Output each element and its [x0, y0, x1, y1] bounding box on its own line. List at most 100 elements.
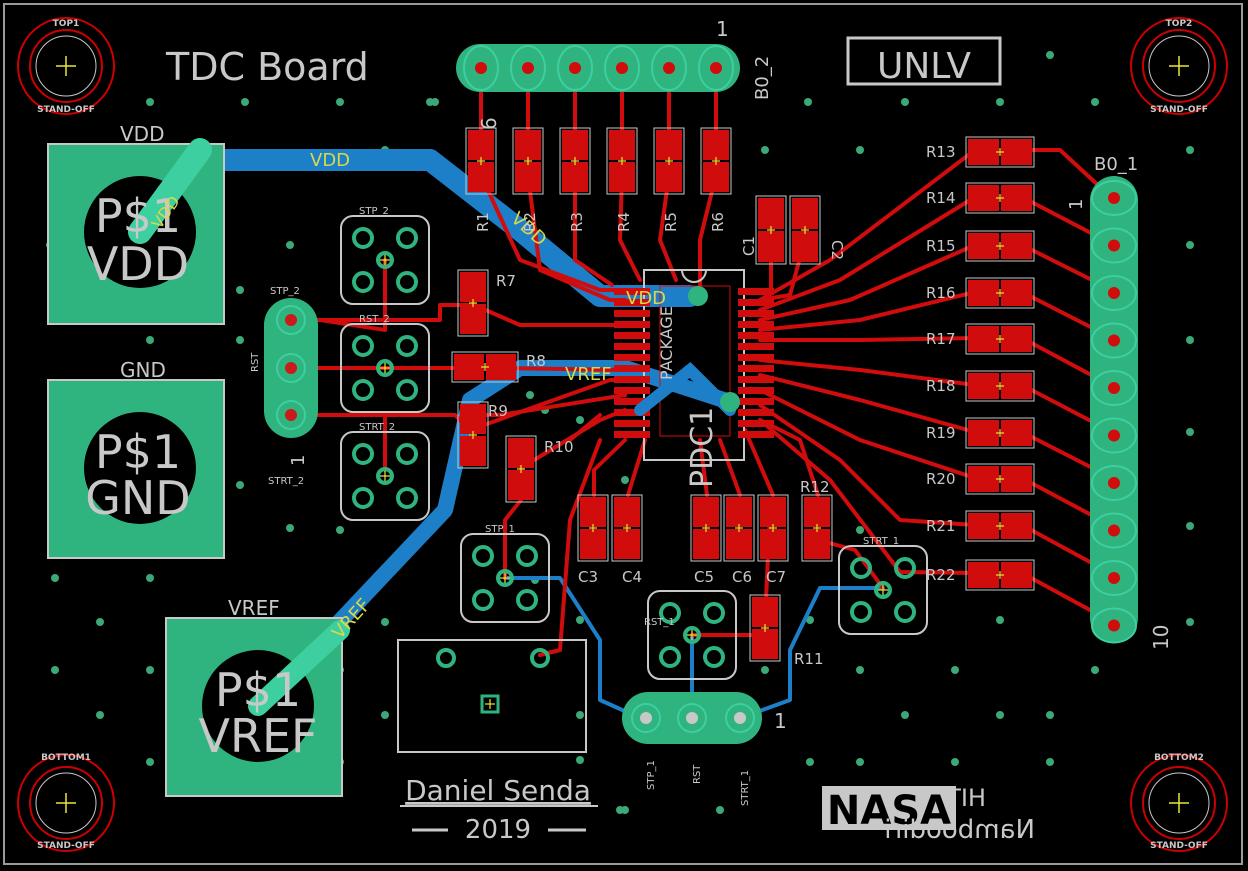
vref-net-trace — [248, 360, 738, 718]
pushbutton-stp2[interactable]: STP_2 — [340, 206, 430, 305]
power-pad-gnd[interactable]: GND P$1 GND — [47, 358, 225, 559]
component-r2[interactable]: R2 — [512, 127, 544, 232]
header-b0-2[interactable]: B0_2 1 6 — [456, 17, 773, 130]
via-dot — [856, 758, 864, 766]
pushbutton-strt2[interactable]: STRT_2 — [340, 422, 430, 521]
header-pin[interactable] — [1091, 370, 1137, 406]
component-r11[interactable]: R11 — [749, 594, 824, 668]
chip-pin — [738, 310, 774, 317]
header-pin[interactable] — [1091, 607, 1137, 644]
header-pin1: 1 — [716, 17, 729, 41]
component-r1[interactable]: R1 — [465, 127, 497, 232]
mirror-text-2: Namboodiri — [884, 815, 1035, 845]
header-pin[interactable] — [1091, 560, 1137, 596]
header-pin[interactable] — [1091, 275, 1137, 311]
header-pin6: 6 — [477, 117, 501, 130]
chip-package: PACKAGE — [657, 306, 676, 380]
header-pin[interactable] — [463, 45, 499, 91]
component-c3[interactable]: C3 — [577, 494, 609, 586]
pushbutton-strt1[interactable]: STRT_1 — [838, 536, 928, 635]
component-c7[interactable]: C7 — [757, 494, 789, 586]
header-pin[interactable] — [651, 45, 687, 91]
component-r8[interactable]: R8 — [451, 351, 546, 383]
power-pad-vdd[interactable]: VDD P$1 VDD — [47, 122, 225, 325]
component-r15[interactable]: R15 — [926, 230, 1035, 262]
component-r10[interactable]: R10 — [505, 435, 574, 503]
chip-pin-label: VDD — [626, 288, 666, 309]
component-r20[interactable]: R20 — [926, 463, 1035, 495]
via-dot — [236, 286, 244, 294]
via-dot — [951, 758, 959, 766]
component-c2[interactable]: C2 — [789, 195, 846, 265]
component-r18[interactable]: R18 — [926, 370, 1035, 402]
component-r13[interactable]: R13 — [926, 136, 1035, 168]
component-r17[interactable]: R17 — [926, 323, 1035, 355]
header-pin[interactable] — [1091, 512, 1137, 549]
connector-block[interactable] — [397, 639, 587, 753]
component-r7[interactable]: R7 — [457, 269, 516, 337]
via-dot — [1046, 758, 1054, 766]
via-dot — [1186, 336, 1194, 344]
component-r6[interactable]: R6 — [700, 127, 732, 232]
chip-pin — [738, 398, 774, 405]
component-c5[interactable]: C5 — [690, 494, 722, 586]
mount-hole-top-left: TOP1 STAND-OFF — [17, 17, 115, 115]
component-r22[interactable]: R22 — [926, 559, 1035, 591]
header-left-control[interactable]: STP_2 RST STRT_2 1 — [250, 286, 318, 487]
header-pin[interactable] — [557, 45, 593, 91]
header-pin[interactable] — [510, 45, 546, 91]
via-dot — [761, 146, 769, 154]
component-label: R6 — [709, 212, 727, 232]
via-dot — [716, 806, 724, 814]
component-c4[interactable]: C4 — [611, 494, 643, 586]
pushbutton-rst2[interactable]: RST_2 — [340, 314, 430, 413]
header-pin10: 10 — [1149, 625, 1173, 650]
component-r3[interactable]: R3 — [559, 127, 591, 232]
via-dot — [996, 98, 1004, 106]
chip-pin — [738, 431, 774, 438]
header-label: B0_2 — [752, 56, 773, 100]
power-pad-vref[interactable]: VREF P$1 VREF — [165, 596, 350, 797]
header-pin[interactable] — [604, 45, 640, 91]
component-label: R18 — [926, 377, 956, 395]
component-label: R3 — [568, 212, 586, 232]
header-b0-1[interactable]: B0_1 1 10 — [1066, 154, 1173, 650]
nasa-logo: NASA — [822, 786, 956, 834]
via-dot — [286, 241, 294, 249]
header-bottom-control[interactable]: STP_1 RST STRT_1 1 — [622, 692, 787, 806]
header-pin[interactable] — [698, 45, 734, 91]
component-label: R21 — [926, 517, 956, 535]
header-pin[interactable] — [1091, 180, 1137, 216]
header-pin[interactable] — [1091, 465, 1137, 501]
button-label: RST_1 — [644, 617, 675, 628]
mirror-text-1: HIT — [946, 784, 986, 812]
chip-pin — [738, 321, 774, 328]
hole-sub-label: STAND-OFF — [37, 105, 95, 115]
via-dot — [236, 481, 244, 489]
via-dot — [621, 476, 629, 484]
component-label: R4 — [615, 212, 633, 232]
header-pin[interactable] — [1091, 227, 1137, 264]
header-pin[interactable] — [1091, 322, 1137, 359]
component-r19[interactable]: R19 — [926, 417, 1035, 449]
chip-pin — [614, 420, 650, 427]
pushbutton-rst1[interactable]: RST_1 — [644, 590, 737, 680]
component-r14[interactable]: R14 — [926, 182, 1035, 214]
header-pin[interactable] — [1091, 417, 1137, 454]
via-dot — [901, 711, 909, 719]
chip-pdc1[interactable]: PACKAGE PDC1 VDD — [614, 269, 774, 488]
component-c6[interactable]: C6 — [723, 494, 755, 586]
component-r4[interactable]: R4 — [606, 127, 638, 232]
component-r16[interactable]: R16 — [926, 277, 1035, 309]
board-title: TDC Board — [165, 45, 369, 89]
pushbutton-stp1[interactable]: STP_1 — [460, 524, 550, 623]
component-r21[interactable]: R21 — [926, 510, 1035, 542]
component-c1[interactable]: C1 — [740, 195, 787, 265]
button-label: RST_2 — [359, 314, 390, 325]
component-r5[interactable]: R5 — [653, 127, 685, 232]
component-r12[interactable]: R12 — [800, 478, 833, 562]
hole-label: TOP1 — [53, 19, 80, 29]
component-r9[interactable]: R9 — [457, 401, 508, 469]
via-dot — [51, 574, 59, 582]
via-dot — [241, 98, 249, 106]
